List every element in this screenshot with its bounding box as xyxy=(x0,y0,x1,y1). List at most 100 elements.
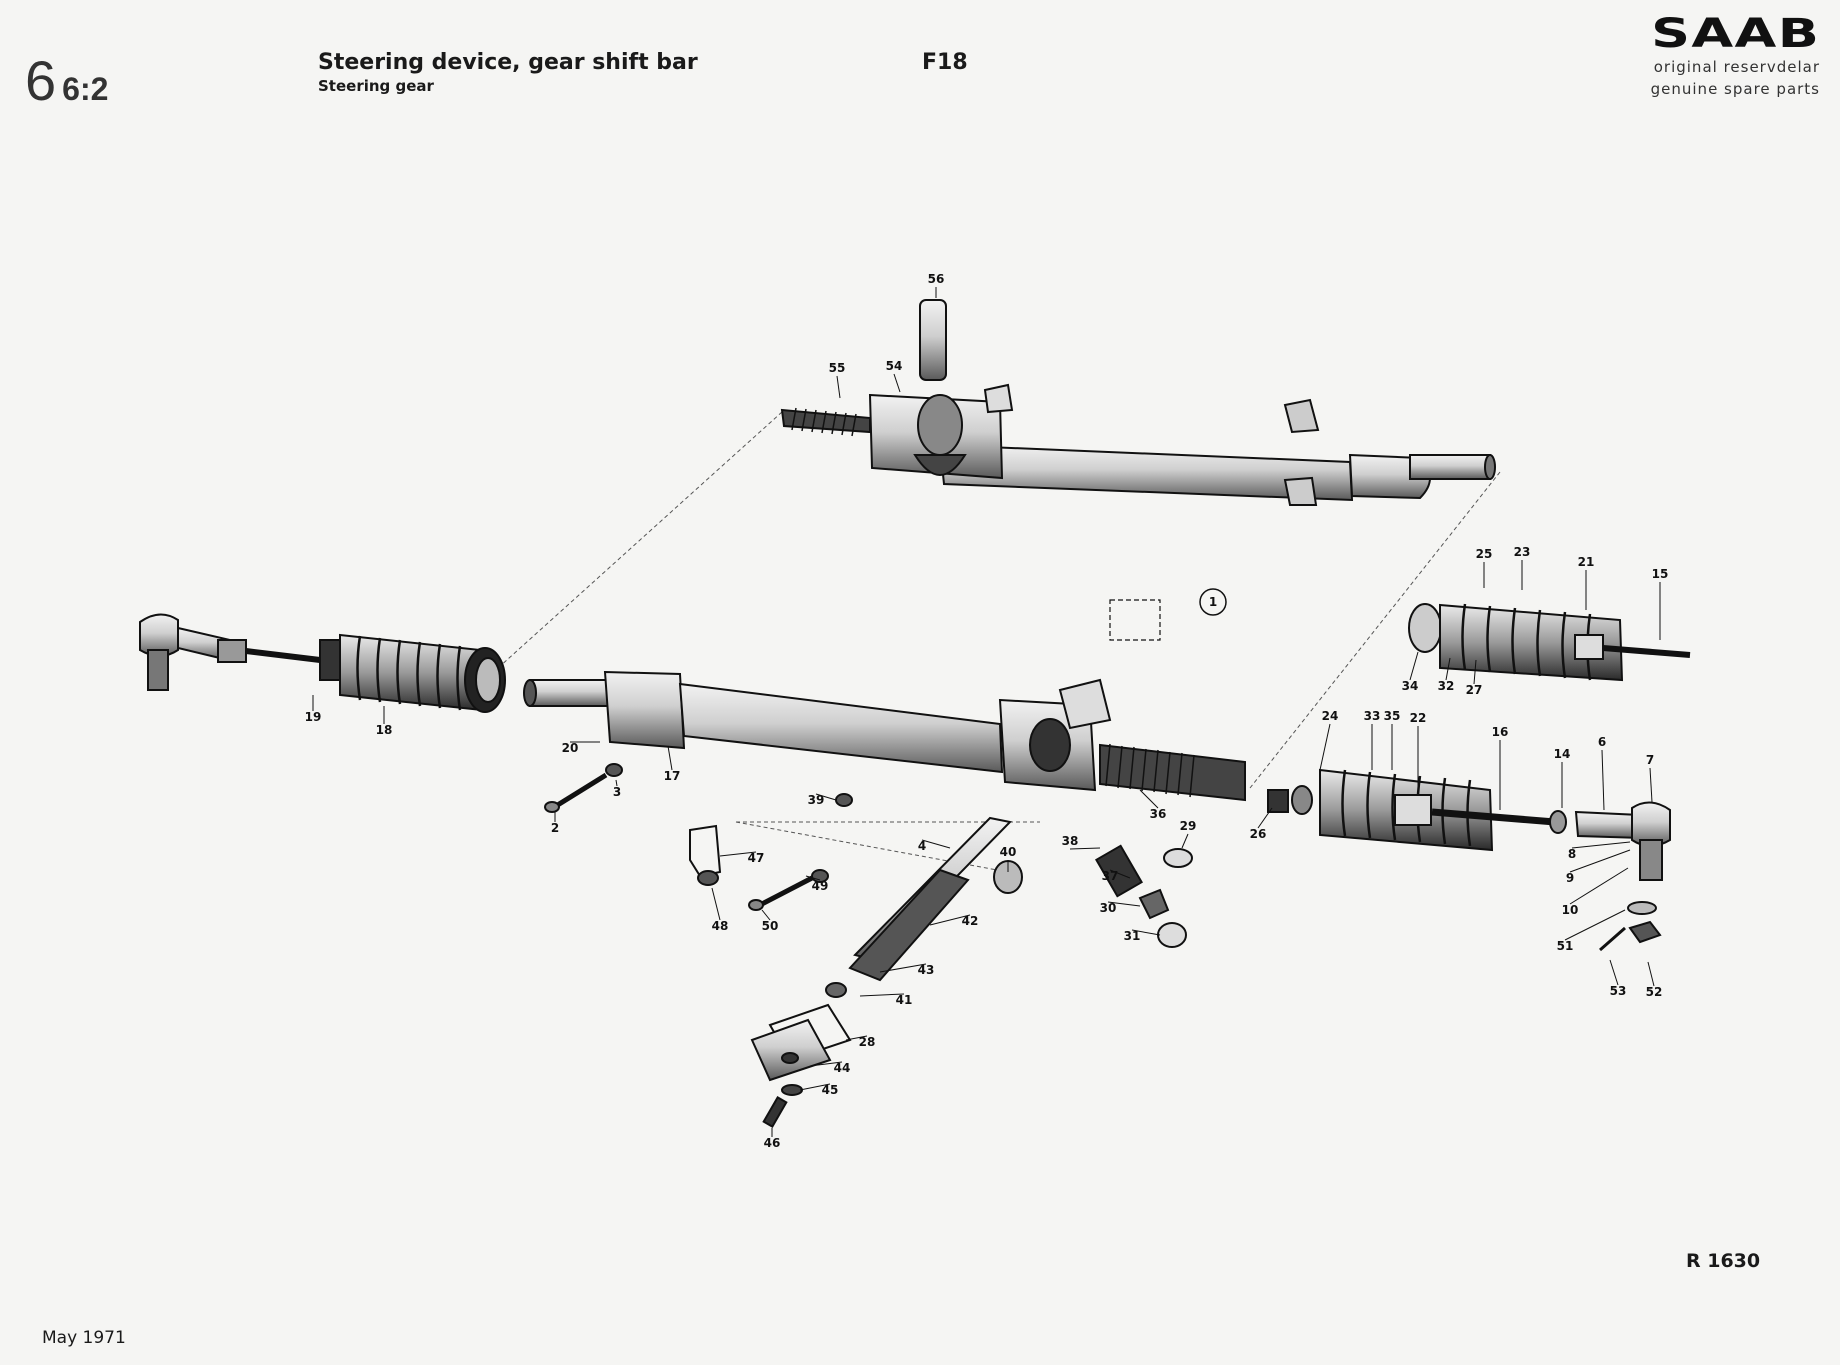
callout-leader xyxy=(836,375,841,399)
callout-leader xyxy=(1319,723,1331,771)
callout-24: 24 xyxy=(1322,709,1339,723)
callout-46: 46 xyxy=(764,1136,781,1150)
callout-15: 15 xyxy=(1652,567,1669,581)
callout-10: 10 xyxy=(1562,903,1579,917)
callout-44: 44 xyxy=(834,1061,851,1075)
callout-leader xyxy=(1257,807,1273,829)
callout-40: 40 xyxy=(1000,845,1017,859)
callout-20: 20 xyxy=(562,741,579,755)
callout-17: 17 xyxy=(664,769,681,783)
callout-33: 33 xyxy=(1364,709,1381,723)
callout-49: 49 xyxy=(812,879,829,893)
detail-marker: 1 xyxy=(1199,588,1227,616)
callout-47: 47 xyxy=(748,851,765,865)
callout-6: 6 xyxy=(1598,735,1606,749)
callout-leader xyxy=(1109,869,1131,879)
callout-22: 22 xyxy=(1410,711,1427,725)
brand-tagline-1: original reservdelar xyxy=(1653,58,1820,76)
right-lower-tie-rod-assembly xyxy=(1267,768,1671,952)
callout-leader xyxy=(1139,789,1159,809)
callout-7: 7 xyxy=(1646,753,1654,767)
reference-code: R 1630 xyxy=(1686,1250,1761,1272)
callout-leader xyxy=(1409,651,1419,681)
callout-26: 26 xyxy=(1250,827,1267,841)
callout-29: 29 xyxy=(1180,819,1197,833)
callout-52: 52 xyxy=(1646,985,1663,999)
callout-56: 56 xyxy=(928,272,945,286)
callout-leader xyxy=(799,1083,831,1091)
page-title: Steering device, gear shift bar xyxy=(318,50,698,75)
callout-36: 36 xyxy=(1150,807,1167,821)
title-block: Steering device, gear shift bar Steering… xyxy=(318,50,698,95)
callout-43: 43 xyxy=(918,963,935,977)
callout-8: 8 xyxy=(1568,847,1576,861)
pinion-and-small-parts xyxy=(544,763,1193,1128)
callout-14: 14 xyxy=(1554,747,1571,761)
callout-34: 34 xyxy=(1402,679,1419,693)
callout-42: 42 xyxy=(962,914,979,928)
callout-18: 18 xyxy=(376,723,393,737)
callout-leader xyxy=(615,779,618,787)
callout-leader xyxy=(719,851,757,857)
callout-45: 45 xyxy=(822,1083,839,1097)
callout-leader xyxy=(809,1061,843,1067)
callout-4: 4 xyxy=(918,839,926,853)
main-rack-assembly xyxy=(523,599,1246,802)
callout-leader xyxy=(845,1035,868,1041)
callout-leader xyxy=(667,745,673,771)
publication-date: May 1971 xyxy=(42,1328,126,1348)
callout-27: 27 xyxy=(1466,683,1483,697)
callout-50: 50 xyxy=(762,919,779,933)
callout-leader xyxy=(711,887,721,921)
callout-leader xyxy=(929,914,971,926)
callout-39: 39 xyxy=(808,793,825,807)
callout-51: 51 xyxy=(1557,939,1574,953)
callout-9: 9 xyxy=(1566,871,1574,885)
callout-16: 16 xyxy=(1492,725,1509,739)
callout-leader xyxy=(893,373,901,393)
detail-marker-label: 1 xyxy=(1209,595,1217,609)
callout-30: 30 xyxy=(1100,901,1117,915)
callout-2: 2 xyxy=(551,821,559,835)
callout-53: 53 xyxy=(1610,984,1627,998)
callout-leader xyxy=(815,793,837,801)
callout-41: 41 xyxy=(896,993,913,1007)
callout-leader xyxy=(921,839,951,849)
callout-31: 31 xyxy=(1124,929,1141,943)
right-upper-boot-assembly xyxy=(1408,603,1691,682)
callout-leader xyxy=(1569,867,1629,905)
callout-leader xyxy=(1445,657,1451,681)
callout-leader xyxy=(1609,959,1619,986)
callout-leader xyxy=(1473,659,1477,685)
section-minor: 6:2 xyxy=(62,71,109,107)
callout-leader xyxy=(1649,767,1653,803)
callout-leader xyxy=(1571,841,1631,849)
callout-32: 32 xyxy=(1438,679,1455,693)
callout-3: 3 xyxy=(613,785,621,799)
callout-leader xyxy=(761,909,771,921)
brand-block: SAAB original reservdelar genuine spare … xyxy=(1651,12,1820,100)
callout-leader xyxy=(1069,847,1101,850)
callout-21: 21 xyxy=(1578,555,1595,569)
brand-tagline-2: genuine spare parts xyxy=(1650,80,1820,98)
callout-leader xyxy=(1647,961,1655,987)
callout-leader xyxy=(805,875,821,881)
callout-54: 54 xyxy=(886,359,903,373)
callout-55: 55 xyxy=(829,361,846,375)
callout-23: 23 xyxy=(1514,545,1531,559)
callout-35: 35 xyxy=(1384,709,1401,723)
callout-leader xyxy=(1131,929,1161,936)
callout-19: 19 xyxy=(305,710,322,724)
callout-48: 48 xyxy=(712,919,729,933)
saab-logo: SAAB xyxy=(1650,11,1820,57)
callout-leader xyxy=(1107,901,1141,907)
model-code: F18 xyxy=(922,50,968,75)
upper-rack-assembly xyxy=(780,299,1496,506)
callout-leader xyxy=(879,963,927,973)
page-subtitle: Steering gear xyxy=(318,77,434,95)
callout-leader xyxy=(1601,749,1605,811)
